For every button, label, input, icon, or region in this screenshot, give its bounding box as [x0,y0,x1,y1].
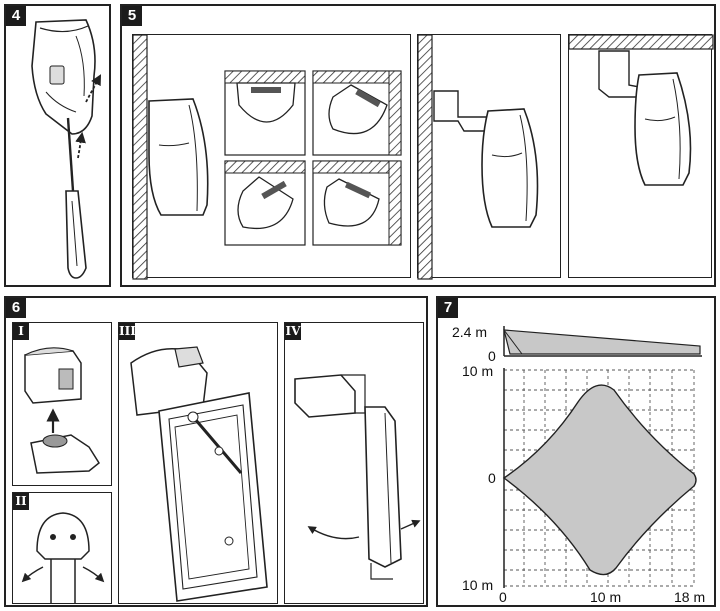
mount-option-bottom-left [224,160,306,246]
ceiling-bracket-illustration [568,34,714,186]
step-II-view: II [12,492,112,604]
step-III-view: III [118,322,278,604]
bracket-attach-illustration [294,374,421,580]
panel-4: 4 [4,4,111,287]
panel-5-number: 5 [122,6,142,26]
screwdriver-opening-illustration [31,19,102,279]
wall-mount-illustration [132,34,402,280]
wall-bracket-view [417,34,561,280]
base-screw-illustration [130,346,268,602]
coverage-diagram [502,326,702,588]
panel-7-number: 7 [438,298,458,318]
side-zero-label: 0 [488,348,496,364]
y-top-label: 10 m [462,363,494,379]
panel-7: 7 [436,296,716,607]
mount-option-top-left [224,70,306,156]
panel-6-number: 6 [6,298,26,318]
y-bottom-label: 10 m [462,577,494,593]
coverage-area [502,384,697,576]
mount-option-top-right [312,70,402,156]
panel-5: 5 [120,4,716,287]
panel-6: 6 I II III [4,296,428,607]
wall-bracket-illustration [417,34,539,280]
step-IV-number: IV [285,323,301,340]
x-max-label: 18 m [674,589,706,605]
height-label: 2.4 m [452,324,488,340]
x-zero-label: 0 [499,589,507,605]
step-III-number: III [119,323,136,340]
step-II-number: II [13,493,29,510]
y-mid-label: 0 [488,470,496,486]
mount-option-bottom-right [312,160,402,246]
panel-4-number: 4 [6,6,26,26]
x-mid-label: 10 m [590,589,622,605]
step-I-view: I [12,322,112,486]
bracket-release-illustration [21,512,105,603]
step-I-number: I [13,323,29,340]
side-view-profile [503,326,702,357]
ceiling-bracket-view [568,34,714,278]
bracket-snap-illustration [24,347,100,474]
step-IV-view: IV [284,322,424,604]
wall-mount-view [132,34,411,280]
